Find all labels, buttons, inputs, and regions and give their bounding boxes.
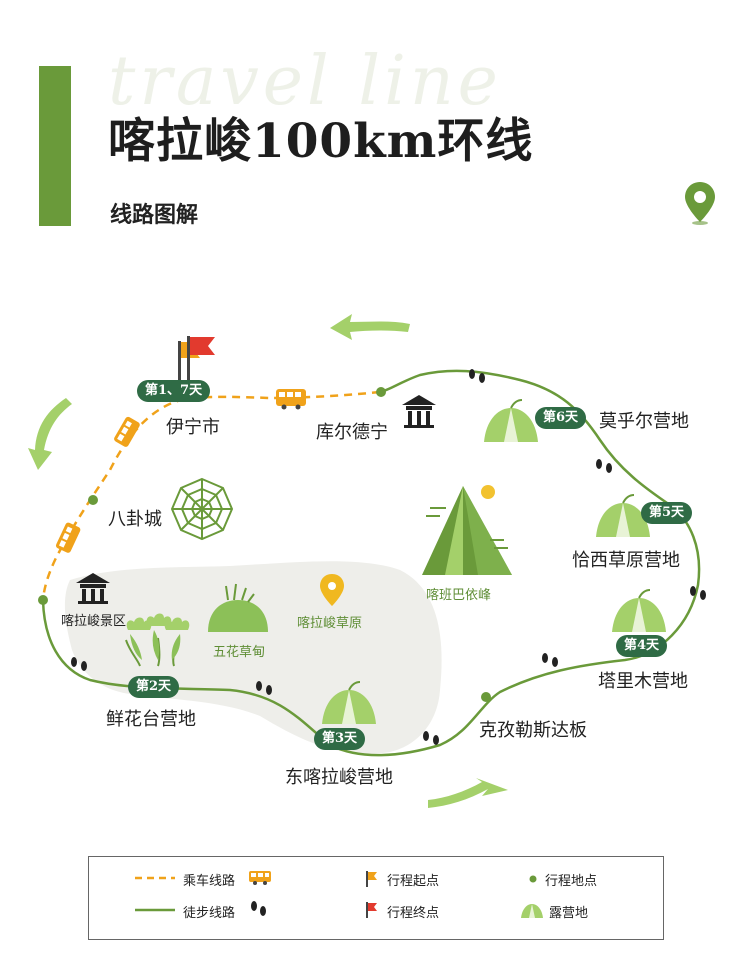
- bus-icon: [249, 871, 271, 885]
- place-dongkalajun: 东喀拉峻营地: [285, 767, 393, 788]
- place-kabanbayi: 喀班巴依峰: [426, 588, 492, 603]
- place-talimu: 塔里木营地: [598, 671, 688, 692]
- tent-icon: [322, 681, 376, 724]
- location-pin-icon: [685, 182, 715, 225]
- footprints-icon: [596, 459, 612, 473]
- map-legend: 乘车线路 徒步线路 行程起点 行程终点 行程地点 露营地: [88, 856, 664, 940]
- place-kalajun-scenic: 喀拉峻景区: [61, 614, 127, 629]
- arrow-icon: [28, 398, 72, 470]
- legend-campsite: 露营地: [549, 906, 589, 921]
- footprints-icon: [690, 586, 706, 600]
- accent-bar: [39, 66, 71, 226]
- place-yining: 伊宁市: [166, 417, 220, 438]
- arrow-icon: [428, 778, 508, 808]
- place-baguacheng: 八卦城: [108, 509, 162, 530]
- footprints-icon: [71, 657, 87, 671]
- mountain-icon: [422, 485, 512, 575]
- flag-icon: [178, 336, 215, 383]
- day-badge-4: 第4天: [616, 635, 668, 657]
- bagua-icon: [170, 477, 234, 541]
- tent-icon: [596, 494, 650, 537]
- place-kezileisidaban: 克孜勒斯达板: [479, 720, 587, 741]
- waypoint-baguacheng: [88, 495, 98, 505]
- legend-end: 行程终点: [387, 906, 440, 921]
- footprints-icon: [251, 901, 266, 916]
- place-mohuer: 莫乎尔营地: [599, 411, 689, 432]
- day-badge-1-7: 第1、7天: [137, 380, 211, 402]
- page-title: 喀拉峻100km环线: [108, 114, 534, 169]
- place-kuerdening: 库尔德宁: [316, 422, 388, 443]
- tent-icon: [484, 399, 538, 442]
- legend-hike: 徒步线路: [183, 906, 236, 921]
- flag-icon: [366, 902, 377, 918]
- hike-line-swatch: [135, 908, 175, 912]
- drive-line-swatch: [135, 876, 175, 880]
- footprints-icon: [469, 369, 485, 383]
- waypoint-kalajun: [38, 595, 48, 605]
- legend-waypoint: 行程地点: [545, 874, 598, 889]
- pavilion-icon: [76, 573, 110, 604]
- watermark-text: travel line: [108, 42, 502, 121]
- day-badge-5: 第5天: [641, 502, 693, 524]
- pavilion-icon: [402, 395, 436, 428]
- waypoint-kezileisi: [481, 692, 491, 702]
- footprints-icon: [423, 731, 439, 745]
- legend-start: 行程起点: [387, 874, 440, 889]
- place-qiaxi: 恰西草原营地: [572, 550, 680, 571]
- footprints-icon: [542, 653, 558, 667]
- page-subtitle: 线路图解: [110, 202, 199, 228]
- driving-route: [41, 390, 381, 601]
- tent-icon: [521, 904, 543, 918]
- place-kalajun-grassland: 喀拉峻草原: [297, 616, 363, 631]
- bus-icon: [55, 522, 81, 553]
- day-badge-6: 第6天: [535, 407, 587, 429]
- arrow-icon: [330, 314, 410, 340]
- hiking-route: [41, 369, 701, 757]
- place-wuhua: 五花草甸: [213, 645, 266, 660]
- meadow-icon: [208, 583, 268, 632]
- footprints-icon: [256, 681, 272, 695]
- place-xianhuatai: 鲜花台营地: [106, 709, 196, 730]
- location-pin-icon: [320, 574, 344, 606]
- waypoint-dot-icon: [529, 875, 537, 883]
- flower-icon: [125, 613, 190, 667]
- day-badge-3: 第3天: [314, 728, 366, 750]
- day-badge-2: 第2天: [128, 676, 180, 698]
- flag-icon: [366, 871, 377, 887]
- legend-drive: 乘车线路: [183, 874, 236, 889]
- bus-icon: [114, 416, 140, 447]
- waypoint-kuerdening: [376, 387, 386, 397]
- bus-icon: [276, 389, 306, 410]
- tent-icon: [612, 589, 666, 632]
